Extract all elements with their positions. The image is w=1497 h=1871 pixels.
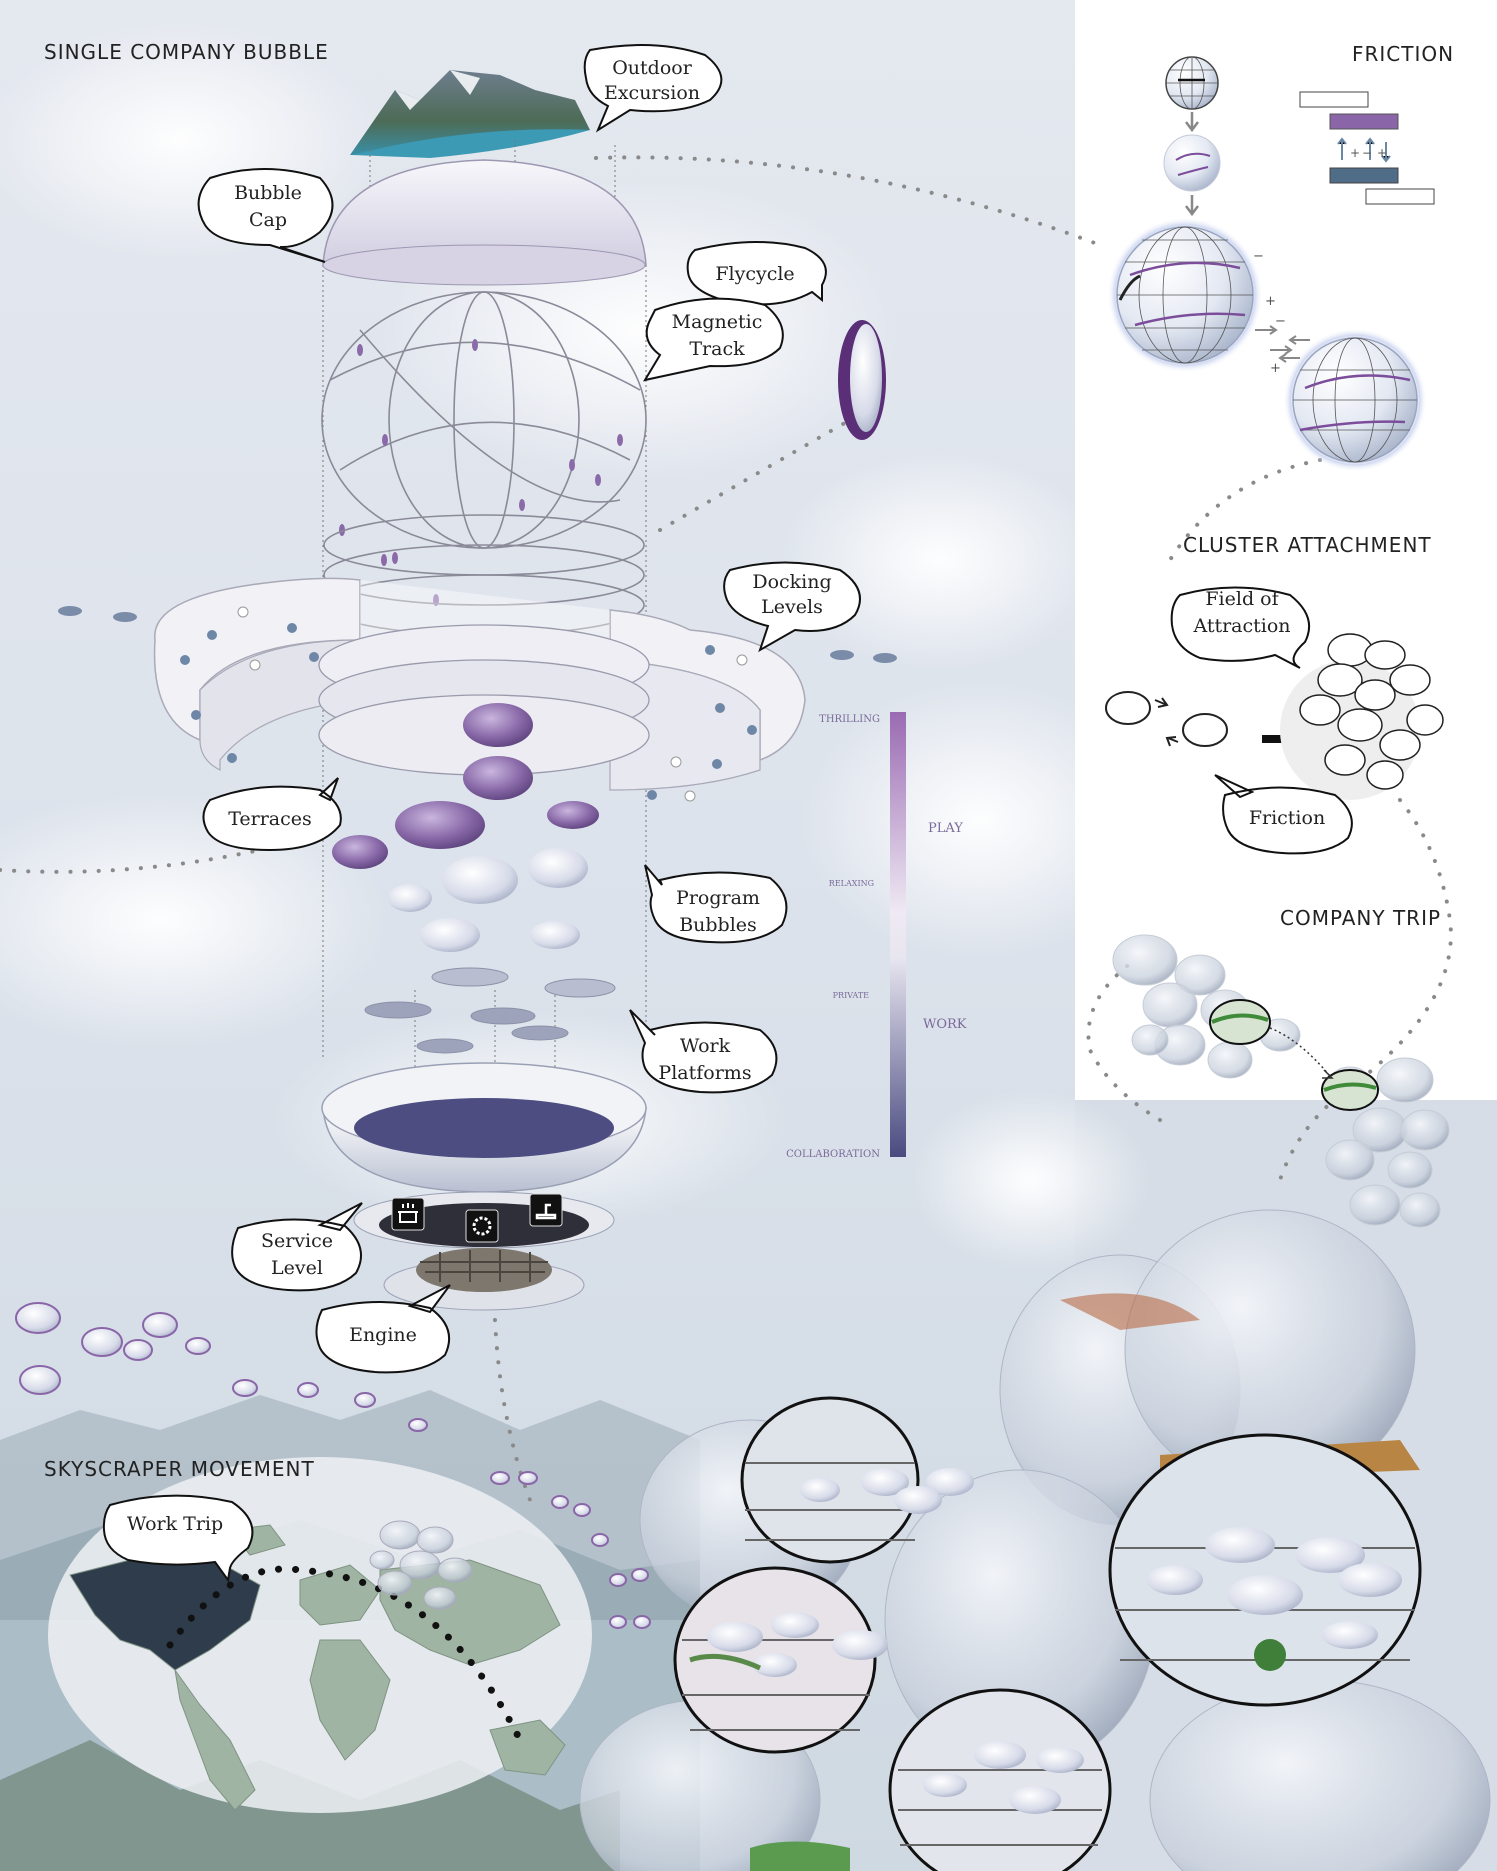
docking-pods [58, 606, 897, 663]
base-bowl [321, 1062, 647, 1193]
work-platforms-line-1: Work [680, 1035, 731, 1057]
scale-label-collaboration: COLLABORATION [786, 1149, 880, 1160]
work-platforms [364, 967, 616, 1054]
program-bubbles-line-2: Bubbles [679, 914, 757, 936]
program-bubbles-line-1: Program [676, 887, 760, 909]
heading-company-trip: COMPANY TRIP [1280, 906, 1442, 930]
dotted-connectors [0, 155, 1453, 1502]
flycycle-line-1: Flycycle [715, 263, 794, 285]
engine-line-1: Engine [349, 1324, 417, 1346]
callout-field-of-attraction-shape [1170, 586, 1310, 669]
friction-plate-sign-1: + [1350, 146, 1360, 160]
outdoor-excursion-line-2: Excursion [604, 82, 700, 104]
outdoor-excursion-line-1: Outdoor [612, 57, 692, 79]
heading-skyscraper-movement: SKYSCRAPER MOVEMENT [44, 1457, 315, 1481]
field-of-attraction-line-1: Field of [1205, 588, 1280, 610]
callout-docking-levels-shape [723, 561, 861, 653]
scale-bar [890, 712, 906, 1157]
service-level-line-1: Service [261, 1230, 333, 1252]
docking-ring-ports [180, 606, 757, 802]
callout-work-platforms-shape [629, 1009, 778, 1094]
callout-work-trip-shape [102, 1494, 254, 1583]
flycycle-pod [838, 320, 886, 440]
magnetic-track-line-1: Magnetic [672, 311, 763, 333]
outdoor-excursion-landscape [350, 70, 590, 158]
field-of-attraction-line-2: Attraction [1192, 615, 1290, 637]
cluster-attachment-graphic [1105, 633, 1444, 800]
magnetic-track-line-2: Track [689, 338, 745, 360]
company-trip-graphic [1112, 934, 1450, 1228]
friction-plate-sign-3: − [1362, 146, 1372, 160]
callout-bubble-cap-shape [197, 168, 334, 263]
section-bubble-3 [1108, 1433, 1422, 1707]
docking-levels-line-1: Docking [752, 571, 831, 593]
work-platforms-line-2: Platforms [658, 1062, 751, 1084]
section-bubble-4 [888, 1688, 1112, 1871]
heading-cluster-attachment: CLUSTER ATTACHMENT [1183, 533, 1432, 557]
section-bubble-2 [673, 1566, 888, 1754]
friction-plate-sign-2: + [1377, 146, 1387, 160]
friction-plates [1299, 91, 1435, 205]
friction-label-line-1: Friction [1249, 807, 1325, 829]
docking-levels-line-2: Levels [761, 596, 823, 618]
scale-label-work: WORK [923, 1017, 967, 1032]
friction-sign-d: + [1270, 361, 1281, 376]
friction-large-globe-left [1107, 217, 1263, 373]
callout-terraces-shape [202, 777, 342, 852]
callout-service-level-shape [231, 1202, 363, 1292]
callout-magnetic-track-shape [642, 297, 784, 382]
friction-large-globe-right [1283, 328, 1427, 472]
callout-outdoor-excursion-shape [583, 44, 723, 133]
friction-small-globe [1165, 56, 1219, 110]
scale-label-relaxing: RELAXING [829, 879, 874, 888]
section-bubble-1 [740, 1396, 974, 1564]
callout-engine-shape [315, 1284, 451, 1374]
friction-contact-arrows [1255, 325, 1310, 363]
work-trip-line-1: Work Trip [127, 1513, 223, 1535]
bubble-cap-line-1: Bubble [234, 182, 302, 204]
heading-single-company-bubble: SINGLE COMPANY BUBBLE [44, 40, 329, 64]
friction-sign-b: + [1265, 294, 1276, 309]
friction-sign-c: − [1275, 314, 1286, 329]
scale-label-thrilling: THRILLING [819, 714, 880, 725]
program-bubbles [332, 703, 599, 952]
heading-friction: FRICTION [1352, 42, 1455, 66]
play-work-scale [890, 712, 906, 1157]
callout-friction-shape [1214, 774, 1353, 855]
friction-mid-globe [1163, 134, 1221, 192]
callout-flycycle-shape [686, 240, 827, 306]
scale-label-private: PRIVATE [833, 991, 869, 1000]
bubble-cap-line-2: Cap [249, 209, 287, 231]
magnetic-track-sphere [321, 291, 647, 549]
service-icon-gear [465, 1209, 499, 1243]
white-panel [1075, 0, 1497, 1100]
right-panel-graphics: + + − [1105, 56, 1450, 1228]
service-level-line-2: Level [271, 1257, 323, 1279]
friction-sign-a: − [1253, 249, 1264, 264]
bubble-cap [322, 159, 647, 286]
callout-program-bubbles-shape [644, 864, 788, 944]
terraces-line-1: Terraces [228, 808, 312, 830]
scale-label-play: PLAY [928, 821, 963, 836]
flying-pod-trail [15, 1302, 651, 1629]
